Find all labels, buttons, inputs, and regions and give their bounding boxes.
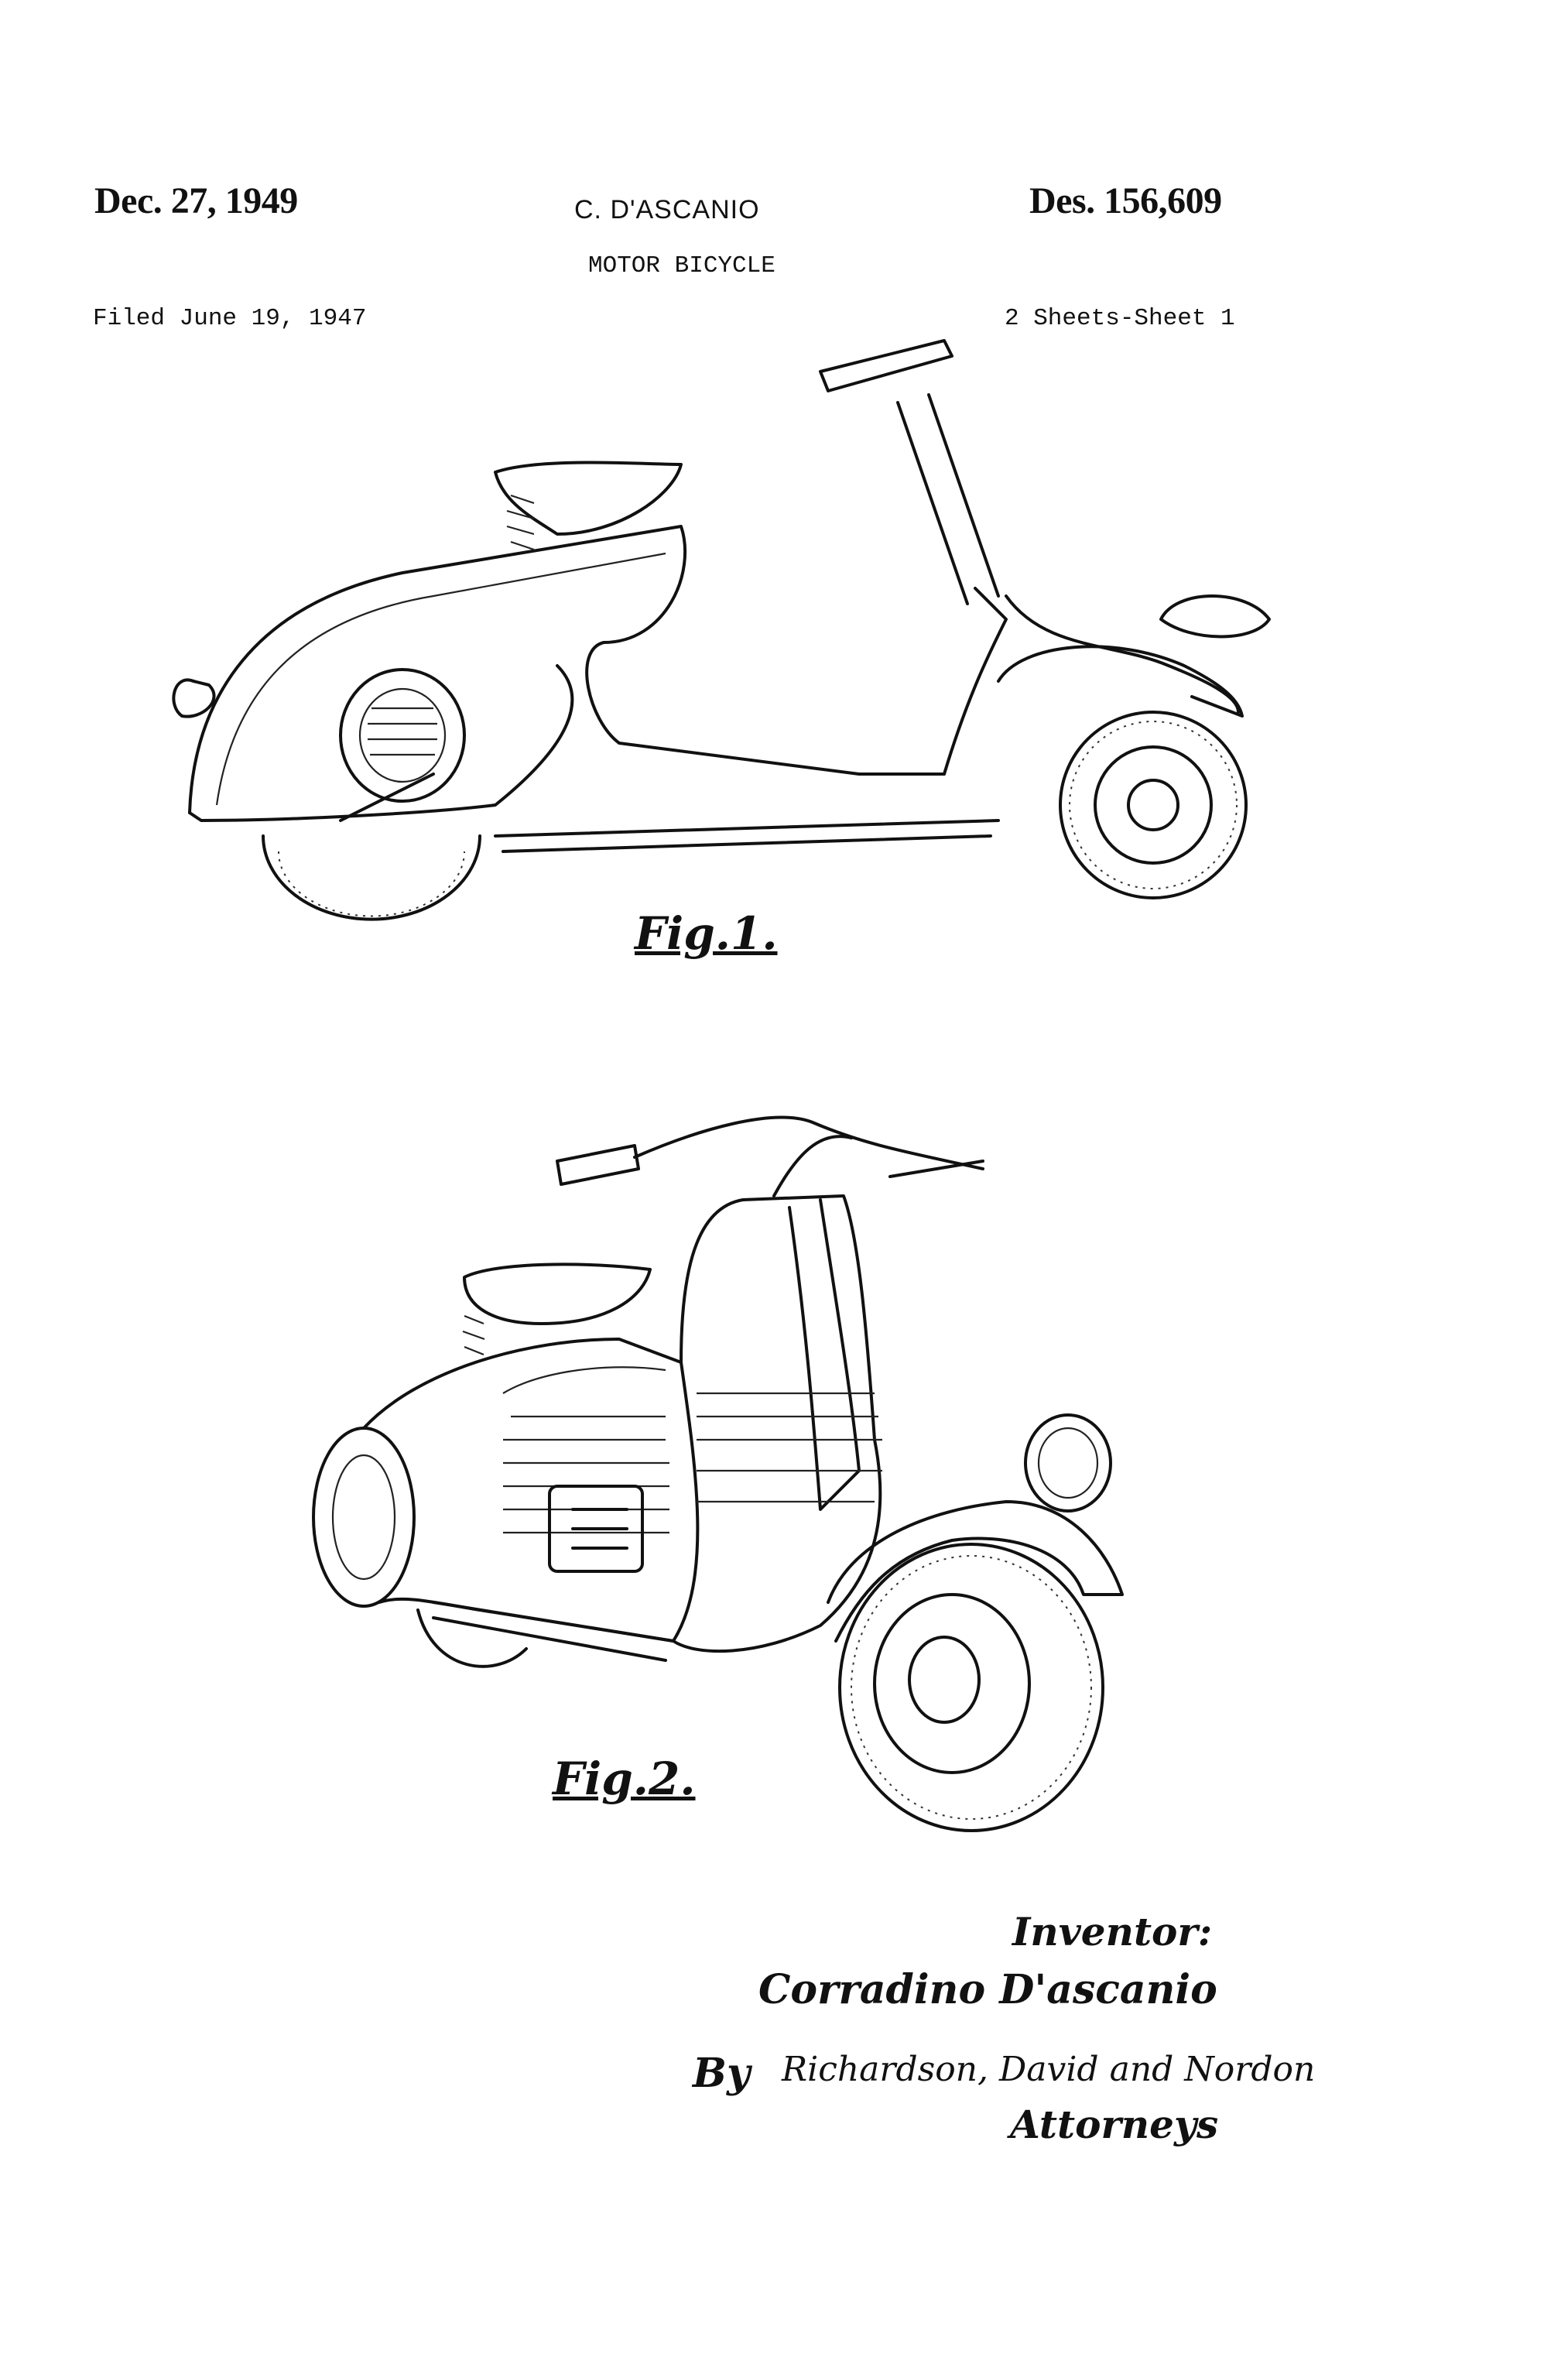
- attorneys-signature: Richardson, David and Nordon: [782, 2050, 1316, 2089]
- inventor-label: Inventor:: [1012, 1909, 1213, 1954]
- sheet-count: 2 Sheets-Sheet 1: [1005, 305, 1235, 332]
- patent-title: MOTOR BICYCLE: [588, 252, 775, 279]
- by-label: By: [693, 2050, 751, 2097]
- fig1-front-wheel: [1059, 711, 1248, 899]
- fig1-body: [172, 525, 1008, 853]
- patent-number: Des. 156,609: [1029, 180, 1222, 221]
- fig1-rear-wheel: [262, 834, 481, 921]
- fig2-seat: [462, 1262, 652, 1356]
- fig1-seat: [494, 461, 683, 551]
- fig2-handlebar: [556, 1115, 984, 1197]
- inventor-name: Corradino D'ascanio: [758, 1966, 1217, 2013]
- fig2-rear-wheel: [416, 1608, 528, 1668]
- fig2-body: [312, 1194, 1124, 1662]
- figure-1-label: Fig.1.: [635, 907, 778, 960]
- patent-date: Dec. 27, 1949: [94, 180, 298, 221]
- fig1-steering: [819, 339, 1271, 718]
- attorneys-label: Attorneys: [1010, 2102, 1219, 2147]
- fig2-front-wheel: [838, 1543, 1104, 1832]
- figure-2-label: Fig.2.: [553, 1752, 696, 1805]
- filed-date: Filed June 19, 1947: [93, 305, 367, 332]
- inventor-short-name: C. D'ASCANIO: [574, 195, 760, 224]
